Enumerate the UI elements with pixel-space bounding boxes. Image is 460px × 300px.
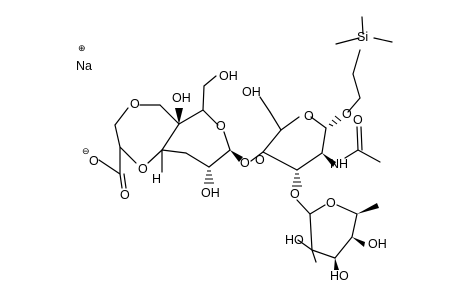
label-anion-o: O	[89, 154, 99, 168]
label-c2-oh: OH	[201, 186, 220, 200]
middle-ring	[259, 16, 393, 215]
label-ring-o: O	[216, 119, 226, 133]
label-bottom-ho-low: HO	[330, 269, 349, 283]
label-middle-c4-o: O	[255, 153, 265, 167]
label-aglycone-o: O	[342, 107, 352, 121]
label-charge: ⊖	[82, 146, 90, 156]
label-nh: NH	[330, 157, 348, 171]
label-c3-o: O	[290, 187, 300, 201]
label-fusion-h: H	[152, 172, 161, 186]
label-c4-oh: OH	[172, 91, 191, 105]
label-middle-ring-o: O	[304, 109, 314, 123]
bottom-ring	[297, 203, 379, 270]
left-ring-system	[98, 75, 243, 189]
label-middle-ch2oh: OH	[242, 85, 261, 99]
label-acetal-o2: O	[138, 162, 148, 176]
label-acetyl-o: O	[353, 113, 363, 127]
label-bottom-ring-o: O	[326, 196, 336, 210]
label-carbonyl-o: O	[120, 188, 130, 202]
label-ch2oh-oh: OH	[219, 69, 238, 83]
label-bottom-ho-left: HO	[285, 233, 304, 247]
label-bottom-oh-right: OH	[368, 237, 387, 251]
glycosidic-linkage	[250, 151, 264, 162]
sodium-label: Na	[76, 59, 92, 73]
label-acetal-o1: O	[130, 97, 140, 111]
label-glycosidic-o: O	[240, 156, 250, 170]
na-charge: ⊕	[78, 43, 86, 53]
label-si: Si	[357, 30, 368, 44]
